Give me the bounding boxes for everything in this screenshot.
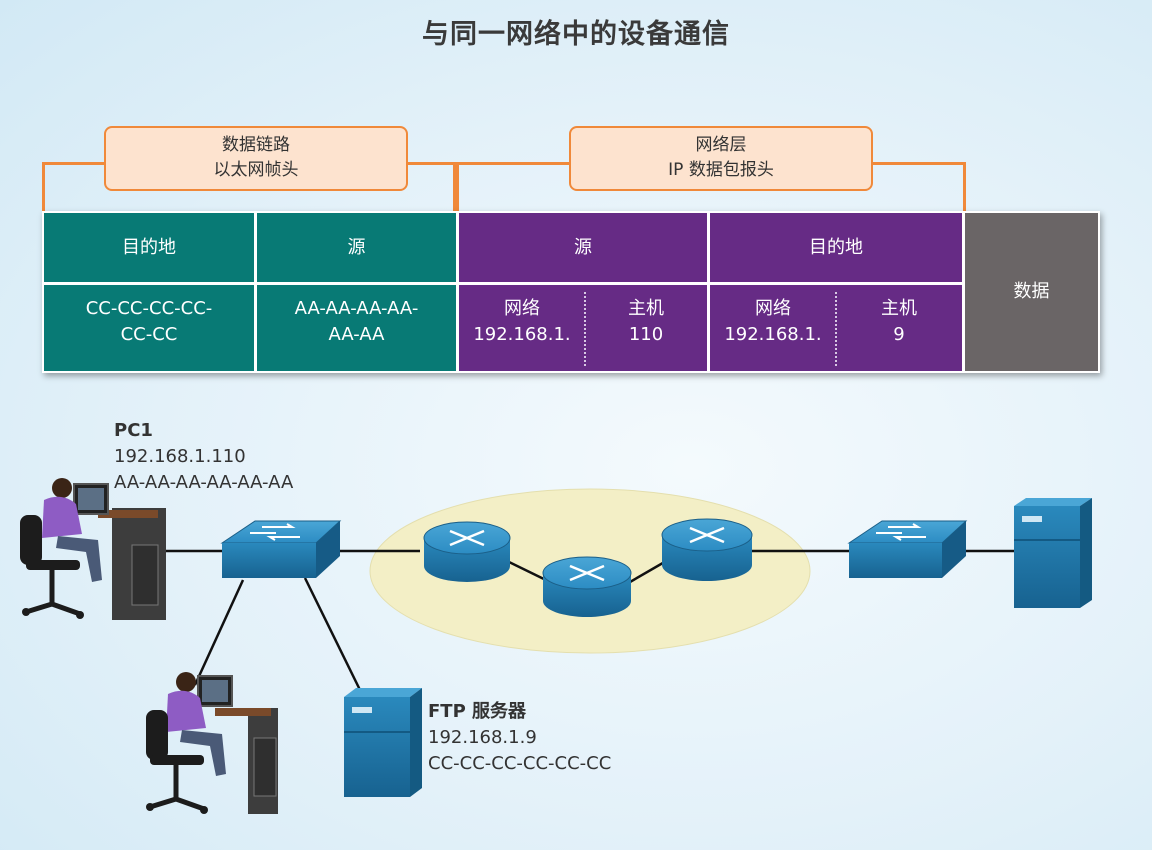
router-icon — [542, 556, 632, 617]
ip-src-host: 主机 110 — [585, 285, 707, 371]
data-cell: 数据 — [965, 213, 1098, 371]
ip-src-net-label: 网络 — [504, 298, 540, 319]
ip-dest-divider — [835, 292, 837, 366]
ip-src-host-label: 主机 — [628, 298, 664, 319]
pc1-label: PC1 192.168.1.110 AA-AA-AA-AA-AA-AA — [114, 418, 293, 496]
ip-dest-host-label: 主机 — [881, 298, 917, 319]
ip-src-label: 源 — [574, 236, 592, 258]
datalink-callout-line2: 以太网帧头 — [213, 160, 299, 180]
ip-dest-network: 网络 192.168.1. — [710, 285, 836, 371]
pc1-user-workstation-icon — [20, 478, 166, 620]
links — [158, 549, 1016, 691]
eth-dest-header: 目的地 — [44, 213, 254, 282]
switch-icon — [847, 520, 968, 578]
router-icon — [423, 521, 511, 582]
server-icon — [1014, 498, 1092, 608]
link-router2-router3 — [629, 558, 669, 584]
datalink-callout-line1: 数据链路 — [222, 135, 290, 155]
link-switch-ftp — [303, 577, 362, 691]
eth-dest-mac-line2: CC-CC — [120, 324, 178, 345]
pc1-ip: 192.168.1.110 — [114, 446, 246, 467]
eth-src-label: 源 — [347, 236, 366, 258]
ip-src-divider — [584, 292, 586, 366]
pc2-user-workstation-icon — [146, 672, 278, 814]
link-switch-pc2 — [193, 579, 245, 686]
ftp-name: FTP 服务器 — [428, 701, 527, 722]
ip-src-header: 源 — [459, 213, 707, 282]
ip-src-host-value: 110 — [628, 324, 664, 345]
ip-dest-host: 主机 9 — [836, 285, 962, 371]
network-callout: 网络层 IP 数据包报头 — [569, 126, 873, 191]
ip-src-network: 网络 192.168.1. — [459, 285, 585, 371]
switch-icon — [220, 520, 342, 578]
ip-dest-host-value: 9 — [893, 324, 905, 345]
ftp-server-icon — [344, 688, 422, 797]
ip-dest-label: 目的地 — [809, 236, 863, 258]
eth-dest-mac-line1: CC-CC-CC-CC- — [85, 298, 213, 319]
pc1-mac: AA-AA-AA-AA-AA-AA — [114, 472, 294, 493]
pc1-name: PC1 — [114, 420, 153, 441]
ftp-label: FTP 服务器 192.168.1.9 CC-CC-CC-CC-CC-CC — [428, 699, 611, 777]
eth-src-mac-line1: AA-AA-AA-AA- — [294, 298, 419, 319]
eth-dest-label: 目的地 — [122, 236, 176, 258]
ftp-ip: 192.168.1.9 — [428, 727, 537, 748]
data-label: 数据 — [1013, 281, 1050, 302]
datalink-callout: 数据链路 以太网帧头 — [104, 126, 408, 191]
ftp-mac: CC-CC-CC-CC-CC-CC — [428, 753, 612, 774]
network-callout-line2: IP 数据包报头 — [668, 160, 774, 180]
eth-dest-mac: CC-CC-CC-CC- CC-CC — [44, 285, 254, 371]
page-title: 与同一网络中的设备通信 — [422, 19, 730, 50]
ip-dest-header: 目的地 — [710, 213, 962, 282]
eth-src-header: 源 — [257, 213, 456, 282]
eth-src-mac: AA-AA-AA-AA- AA-AA — [257, 285, 456, 371]
ip-src-net-value: 192.168.1. — [473, 324, 571, 345]
ip-dest-net-label: 网络 — [755, 298, 791, 319]
ip-dest-net-value: 192.168.1. — [724, 324, 822, 345]
router-icon — [661, 518, 753, 581]
eth-src-mac-line2: AA-AA — [328, 324, 385, 345]
link-router1-router2 — [504, 558, 551, 584]
network-callout-line1: 网络层 — [695, 135, 747, 155]
